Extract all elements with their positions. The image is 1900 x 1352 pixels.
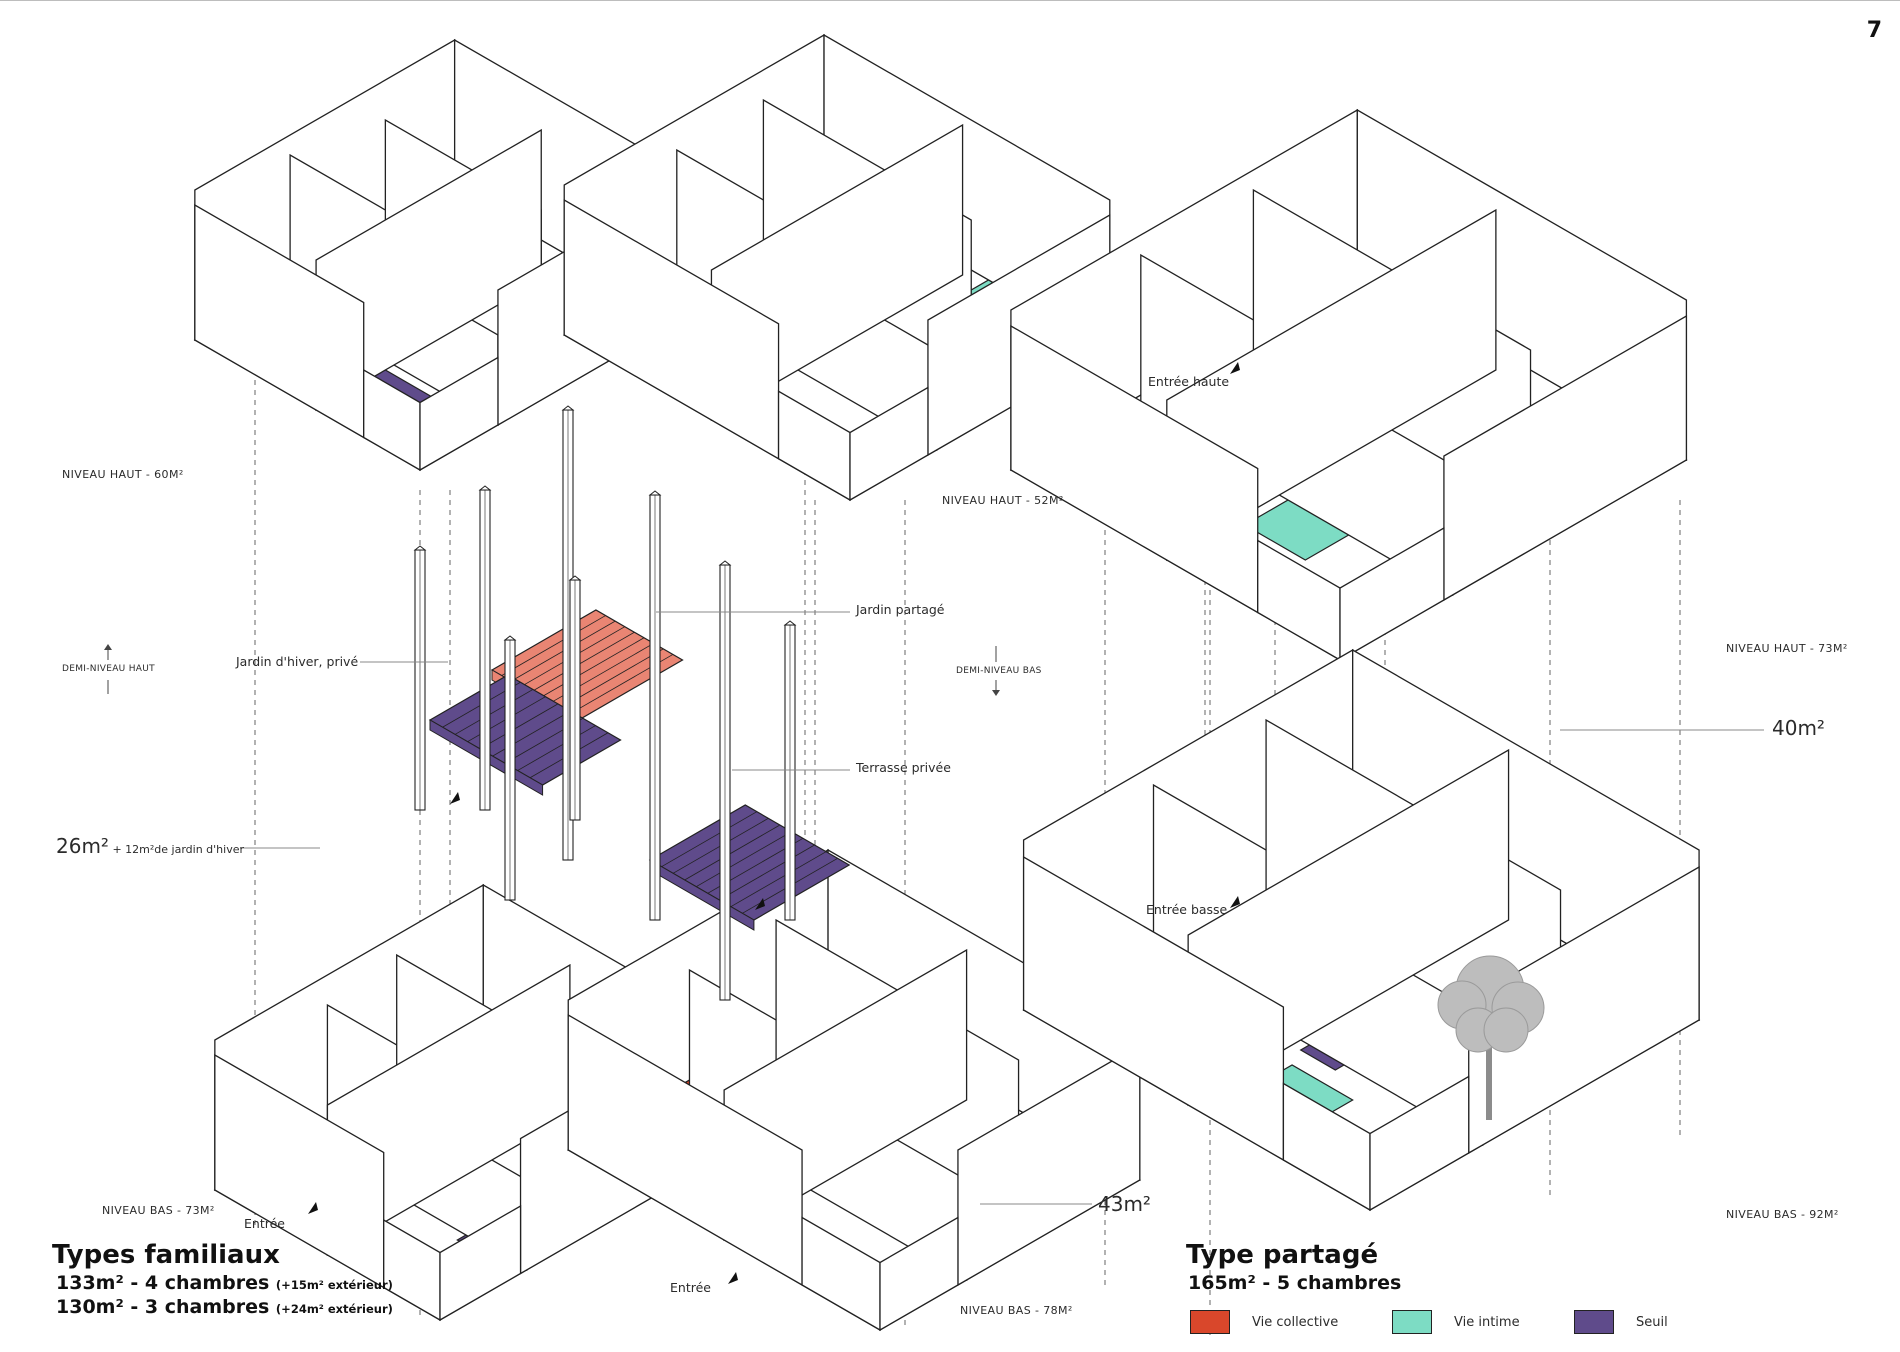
legend-label-intime: Vie intime	[1454, 1314, 1520, 1330]
terrasse-privee-slab-slat	[730, 851, 827, 908]
tree-foliage	[1483, 1007, 1529, 1053]
entree-basse-arrow	[1230, 896, 1240, 908]
label-entree-1: Entrée	[244, 1216, 285, 1231]
label-niveau-haut-73-right: NIVEAU HAUT - 73M²	[1726, 642, 1848, 655]
arrow-up-head	[104, 644, 112, 650]
hiver-arrow	[450, 792, 460, 804]
label-area-43: 43m²	[1098, 1192, 1151, 1216]
legend-label-seuil: Seuil	[1636, 1314, 1668, 1330]
legend-seuil: Seuil	[1574, 1310, 1668, 1334]
jardin-partage-slab-slat	[539, 637, 645, 699]
entry-arrows	[308, 362, 1240, 1284]
column-cap	[568, 575, 582, 581]
column-cap	[561, 405, 575, 411]
block-bas-73-front-wall-left	[214, 1053, 385, 1289]
tree-trunk	[1486, 1040, 1492, 1120]
block-bas-73-front-low-right	[439, 1204, 522, 1322]
jardin-partage-slab-slat	[501, 615, 606, 676]
block-haut-73	[1009, 108, 1688, 662]
label-area-26: 26m² + 12m²de jardin d'hiver	[56, 834, 244, 858]
block-haut-73-front-wall-right	[1443, 314, 1688, 602]
column-cap	[648, 490, 662, 496]
block-bas-92-front-wall-right	[1468, 865, 1700, 1155]
column-cap	[718, 560, 732, 566]
column-cap	[783, 620, 797, 626]
entree-arrow-2	[728, 1272, 738, 1284]
block-haut-52-front-wall-left	[563, 198, 780, 460]
block-bas-78-front-wall-left	[567, 1013, 803, 1287]
label-niveau-haut-60: NIVEAU HAUT - 60M²	[62, 468, 184, 481]
column-cap	[478, 485, 492, 491]
block-bas-92-front-low-right	[1369, 1075, 1470, 1212]
building-blocks	[193, 33, 1701, 1332]
entree-haute-arrow	[1230, 362, 1240, 374]
jardin-partage-slab-slat	[530, 631, 635, 693]
legend-swatch-intime	[1392, 1310, 1432, 1334]
label-jardin-hiver: Jardin d'hiver, privé	[236, 654, 359, 669]
label-demi-niveau-bas: DEMI-NIVEAU BAS	[956, 666, 1042, 676]
block-haut-73-front-low-right	[1339, 526, 1445, 662]
legend-vie-intime: Vie intime	[1392, 1310, 1520, 1334]
block-haut-60-front-wall-left	[194, 203, 365, 439]
jardin-hiver-slab-slat	[454, 689, 534, 735]
label-area-40: 40m²	[1772, 716, 1825, 740]
terrasse-privee-slab-slat	[661, 811, 758, 868]
block-haut-52	[563, 33, 1112, 502]
block-haut-60	[193, 38, 681, 472]
title-types-familiaux: Types familiaux	[52, 1240, 280, 1270]
terrasse-privee-slab-slat	[719, 844, 815, 901]
terrasse-privee-slab-slat	[684, 824, 781, 881]
title-type-partage: Type partagé	[1186, 1240, 1379, 1270]
column-cap	[413, 545, 427, 551]
top-border	[0, 0, 1900, 1]
subtitle-133: 133m² - 4 chambres (+15m² extérieur)	[56, 1272, 393, 1294]
subtitle-165: 165m² - 5 chambres	[1188, 1272, 1402, 1294]
terrasse-privee-slab-slat	[695, 831, 792, 888]
block-bas-92-front-wall-left	[1022, 855, 1285, 1162]
label-jardin-partage: Jardin partagé	[856, 602, 945, 617]
block-haut-60-front-low-right	[419, 356, 499, 472]
terrasse-arrow	[755, 898, 765, 910]
label-terrasse-privee: Terrasse privée	[856, 760, 951, 775]
subtitle-130: 130m² - 3 chambres (+24m² extérieur)	[56, 1296, 393, 1318]
entree-arrow-1	[308, 1202, 318, 1214]
block-bas-78-front-low-right	[879, 1216, 959, 1332]
legend-swatch-seuil	[1574, 1310, 1614, 1334]
label-niveau-haut-52: NIVEAU HAUT - 52M²	[942, 494, 1064, 507]
block-haut-52-front-low-right	[849, 386, 929, 502]
legend-swatch-collective	[1190, 1310, 1230, 1334]
label-niveau-bas-92-right: NIVEAU BAS - 92M²	[1726, 1208, 1839, 1221]
label-niveau-bas-73: NIVEAU BAS - 73M²	[102, 1204, 215, 1217]
arrow-down-head	[992, 690, 1000, 696]
jardin-hiver-slab-slat	[517, 725, 596, 771]
label-entree-haute: Entrée haute	[1148, 374, 1230, 389]
label-entree-2: Entrée	[670, 1280, 711, 1295]
column-cap	[503, 635, 517, 641]
page-number: 7	[1866, 18, 1882, 43]
jardin-hiver-slab-slat	[479, 703, 559, 750]
label-demi-niveau-haut: DEMI-NIVEAU HAUT	[62, 664, 155, 674]
block-bas-78	[567, 848, 1142, 1332]
tree-icon	[1437, 955, 1545, 1120]
legend-vie-collective: Vie collective	[1190, 1310, 1338, 1334]
structure-columns	[413, 405, 1545, 1120]
legend-label-collective: Vie collective	[1252, 1314, 1339, 1330]
block-haut-73-front-wall-left	[1010, 324, 1259, 614]
label-entree-basse: Entrée basse	[1146, 902, 1228, 917]
label-niveau-bas-78: NIVEAU BAS - 78M²	[960, 1304, 1073, 1317]
leader-lines	[104, 611, 1764, 1205]
